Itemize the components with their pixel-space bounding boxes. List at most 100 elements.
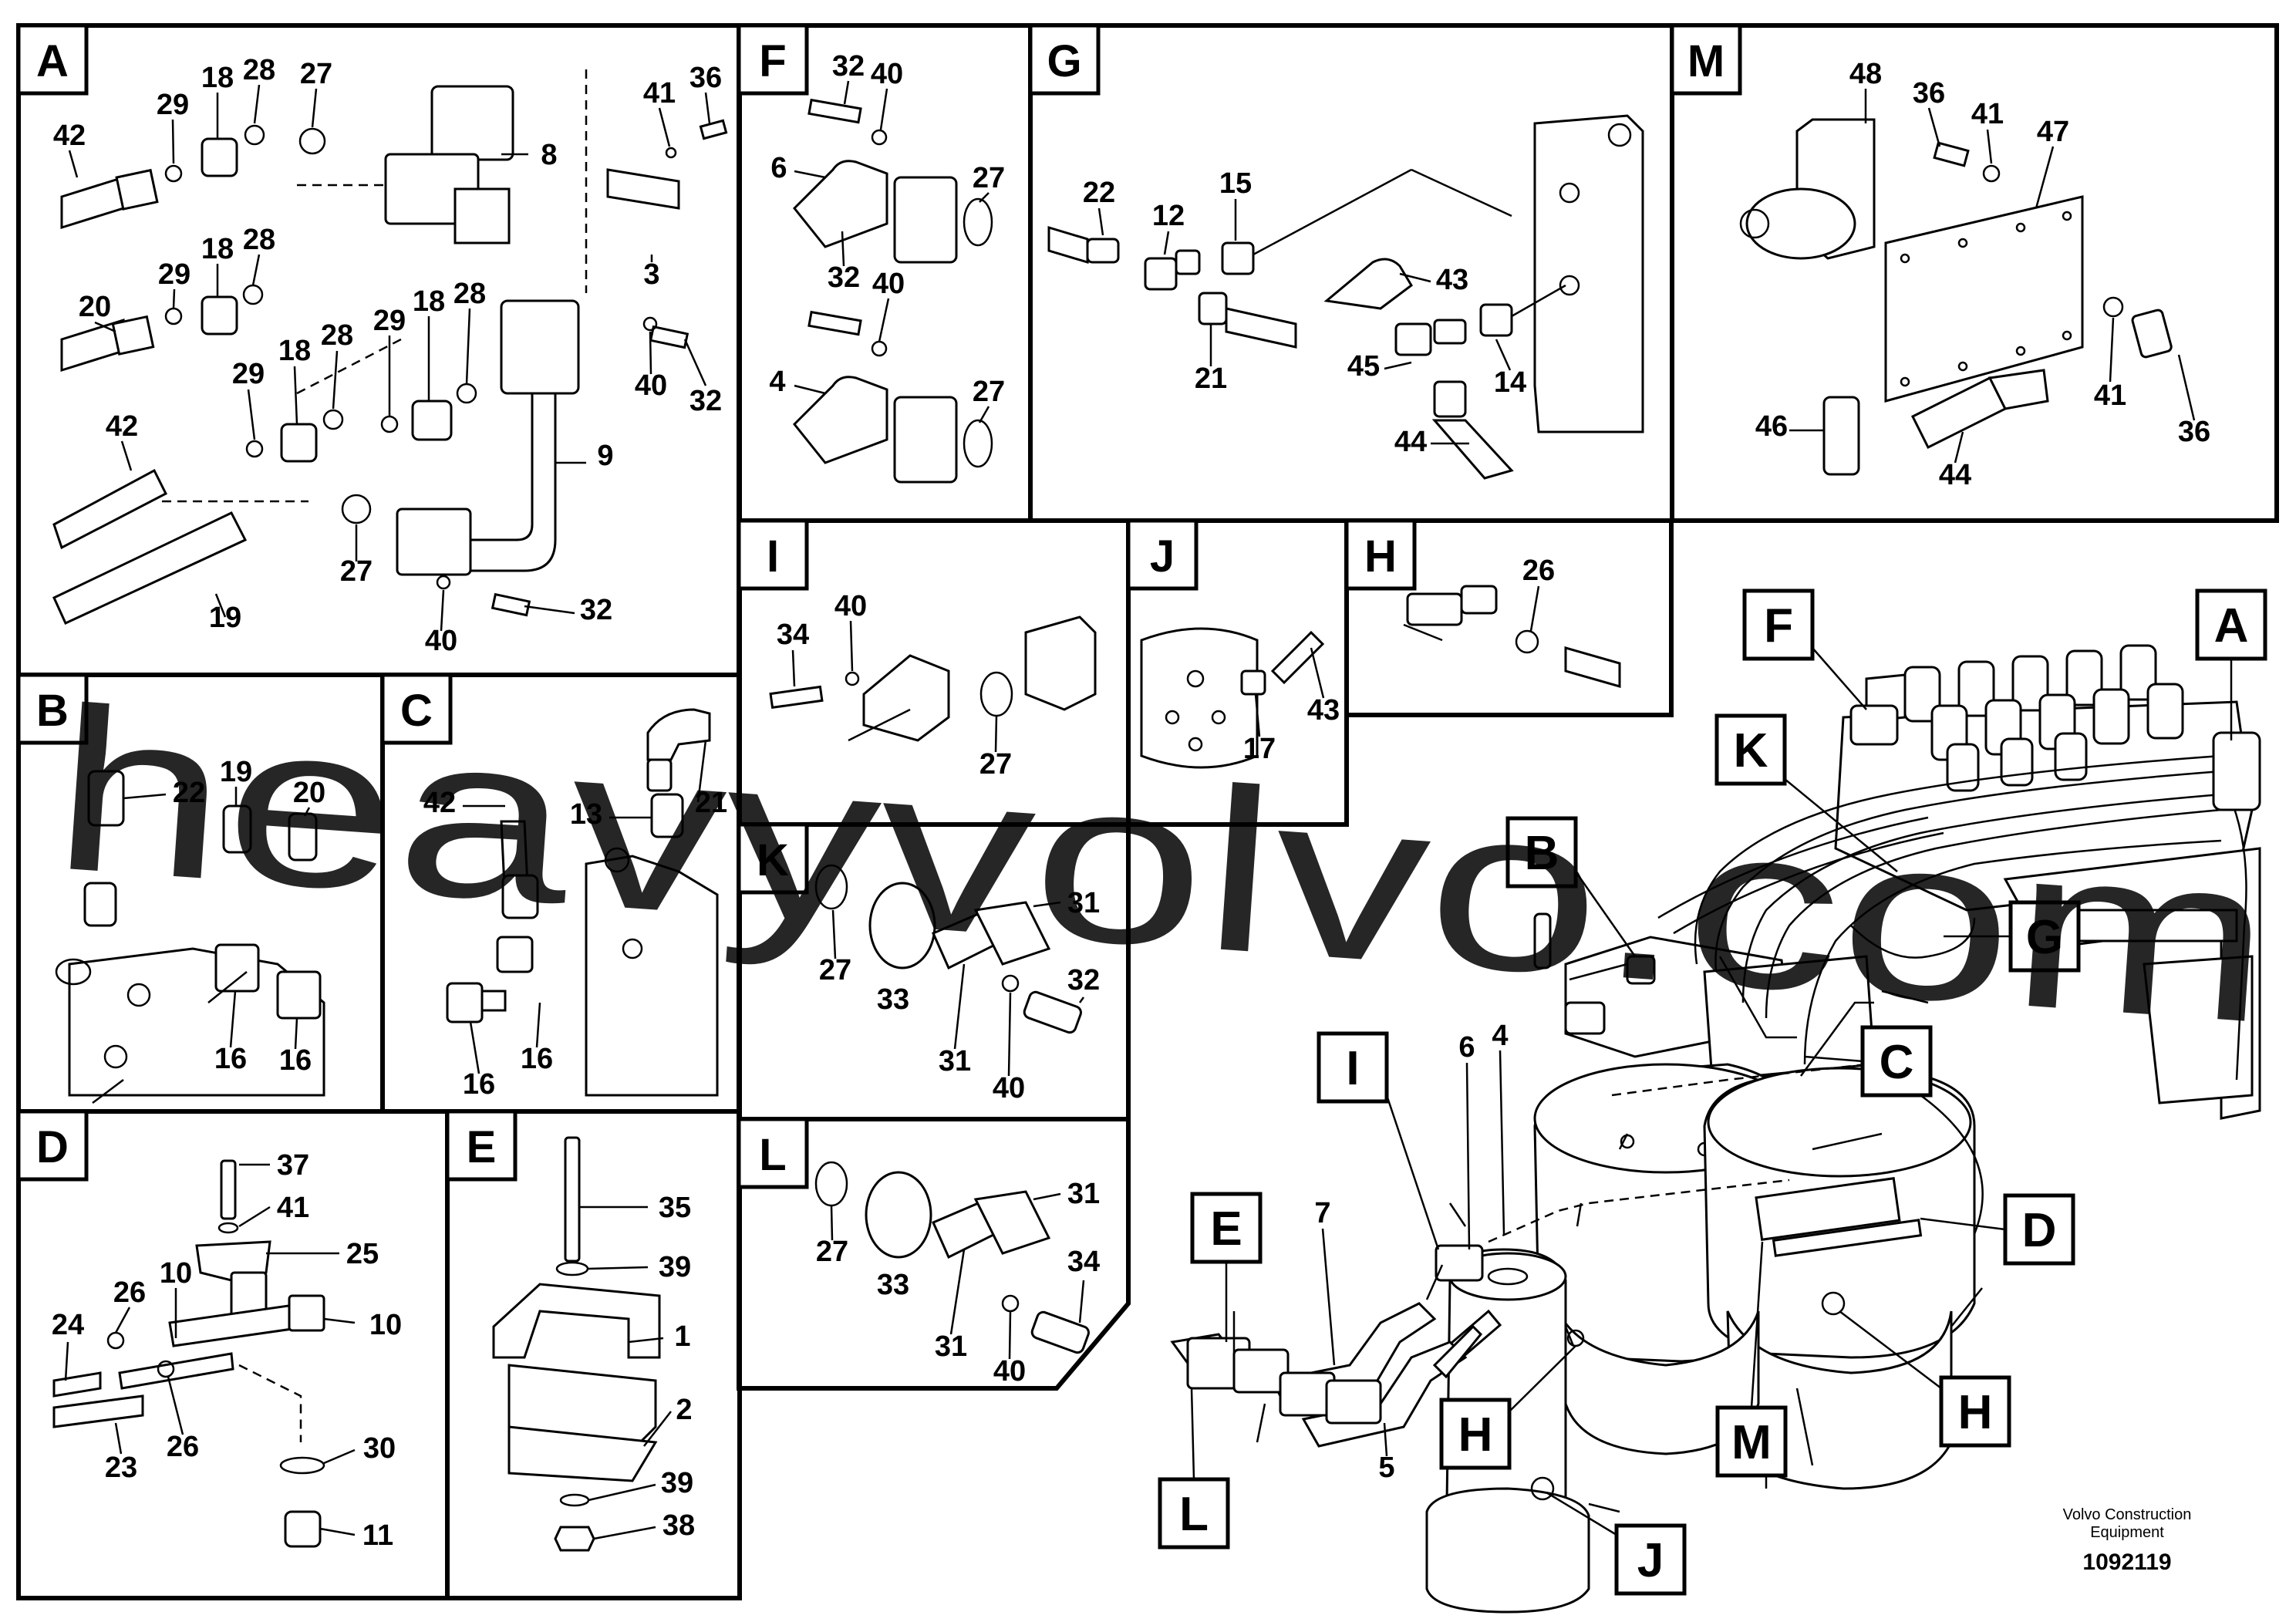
part-label: 20 <box>79 291 111 323</box>
part-label: 6 <box>1458 1031 1475 1064</box>
panel-f-drawing <box>792 98 993 484</box>
part-label: 36 <box>1913 77 1945 110</box>
part-label: 10 <box>369 1309 402 1341</box>
part-label: 21 <box>1195 363 1227 395</box>
part-label: 42 <box>106 410 138 443</box>
callout-letter: D <box>2022 1204 2057 1257</box>
panel-c-labels: 42 13 21 16 16 <box>423 740 727 1101</box>
part-label: 35 <box>659 1192 691 1224</box>
part-label: 40 <box>871 58 903 90</box>
part-label: 16 <box>214 1043 247 1075</box>
part-label: 18 <box>413 285 445 318</box>
panel-b-labels: 22 19 20 16 16 <box>123 756 325 1077</box>
part-label: 16 <box>279 1044 312 1077</box>
panel-k-letter: K <box>757 835 789 885</box>
overview-callouts: F A K B G C I <box>1158 588 2267 1596</box>
panel-h-letter: H <box>1364 531 1397 582</box>
part-label: 38 <box>663 1509 695 1542</box>
panel-i-labels: 34 40 27 <box>777 590 1012 781</box>
part-label: 39 <box>661 1467 693 1499</box>
panel-b-drawing <box>55 770 325 1104</box>
part-label: 16 <box>521 1043 553 1075</box>
callout-j: J <box>1546 1491 1687 1596</box>
part-label: 40 <box>635 369 667 402</box>
panel-l-letter: L <box>759 1130 786 1180</box>
part-label: 9 <box>597 440 613 472</box>
part-label: 40 <box>993 1355 1026 1388</box>
part-label: 20 <box>293 777 325 809</box>
panel-j-title: J <box>1126 518 1199 591</box>
part-label: 40 <box>834 590 867 622</box>
part-label: 26 <box>1522 555 1555 587</box>
callout-letter: H <box>1958 1386 1993 1439</box>
callout-letter: F <box>1764 599 1793 653</box>
panel-d-title: D <box>16 1109 89 1182</box>
callout-f: F <box>1742 588 1867 710</box>
part-label: 28 <box>243 224 275 256</box>
panel-l-title: L <box>737 1117 809 1189</box>
part-label: 12 <box>1152 200 1185 232</box>
panel-f-title: F <box>737 23 809 96</box>
footer: Volvo Construction Equipment 1092119 <box>2063 1506 2192 1575</box>
callout-k: K <box>1714 713 1898 872</box>
panel-e-letter: E <box>467 1122 497 1172</box>
part-label: 34 <box>777 619 809 651</box>
part-label: 18 <box>278 335 311 367</box>
panel-k-labels: 27 33 31 32 31 40 <box>819 887 1100 1104</box>
panel-e-drawing <box>492 1136 661 1552</box>
panel-j-letter: J <box>1150 531 1175 582</box>
part-label: 27 <box>973 376 1005 408</box>
part-label: 40 <box>993 1072 1025 1104</box>
part-label: 36 <box>689 62 722 94</box>
company-name-line2: Equipment <box>2090 1524 2164 1541</box>
part-label: 42 <box>53 120 86 152</box>
panel-c-title: C <box>380 673 453 745</box>
part-label: 11 <box>362 1519 393 1552</box>
overview-labels: 6 4 7 5 <box>1314 1020 1508 1484</box>
part-label: 14 <box>1494 366 1526 399</box>
callout-letter: L <box>1179 1488 1209 1541</box>
panel-a-drawing <box>52 69 728 625</box>
panel-h-drawing <box>1403 585 1621 688</box>
part-label: 44 <box>1939 459 1971 491</box>
panel-j-drawing <box>1140 627 1325 769</box>
callout-letter: H <box>1458 1408 1493 1462</box>
panel-c-letter: C <box>400 686 433 736</box>
callout-i: I <box>1317 1031 1440 1250</box>
part-label: 33 <box>877 1269 909 1301</box>
panel-a-labels: 42 29 18 28 27 8 41 36 20 29 18 28 3 42 … <box>53 54 722 657</box>
part-label: 48 <box>1849 58 1882 90</box>
part-label: 2 <box>676 1394 692 1426</box>
part-label: 32 <box>580 594 612 626</box>
part-label: 19 <box>209 602 241 634</box>
drawing-number: 1092119 <box>2082 1549 2171 1575</box>
part-label: 40 <box>872 268 905 300</box>
part-label: 6 <box>770 152 787 184</box>
part-label: 34 <box>1067 1246 1100 1278</box>
callout-h-left: H <box>1439 1345 1576 1470</box>
panel-frames <box>16 23 2279 1600</box>
panel-m-title: M <box>1670 23 1742 96</box>
panel-m-drawing <box>1739 118 2173 476</box>
part-label: 45 <box>1347 350 1380 383</box>
panel-m-letter: M <box>1687 36 1725 86</box>
part-label: 27 <box>819 954 851 986</box>
panel-h-labels: 26 <box>1522 555 1555 632</box>
part-label: 15 <box>1219 167 1252 200</box>
part-label: 4 <box>1492 1020 1508 1052</box>
panel-j-labels: 17 43 <box>1243 647 1340 765</box>
callout-letter: B <box>1525 827 1559 880</box>
panel-c-drawing <box>446 708 719 1097</box>
part-label: 42 <box>423 787 456 819</box>
panel-g-labels: 22 12 15 43 21 45 14 44 <box>1083 167 1526 458</box>
part-label: 1 <box>674 1320 690 1353</box>
panel-i-drawing <box>769 615 1097 742</box>
part-label: 43 <box>1307 694 1340 727</box>
callout-letter: J <box>1637 1534 1664 1587</box>
part-label: 27 <box>979 748 1012 781</box>
part-label: 39 <box>659 1251 691 1283</box>
part-label: 41 <box>2094 379 2126 412</box>
panel-f-letter: F <box>759 36 786 86</box>
callout-e: E <box>1190 1192 1263 1342</box>
part-label: 43 <box>1436 264 1468 296</box>
